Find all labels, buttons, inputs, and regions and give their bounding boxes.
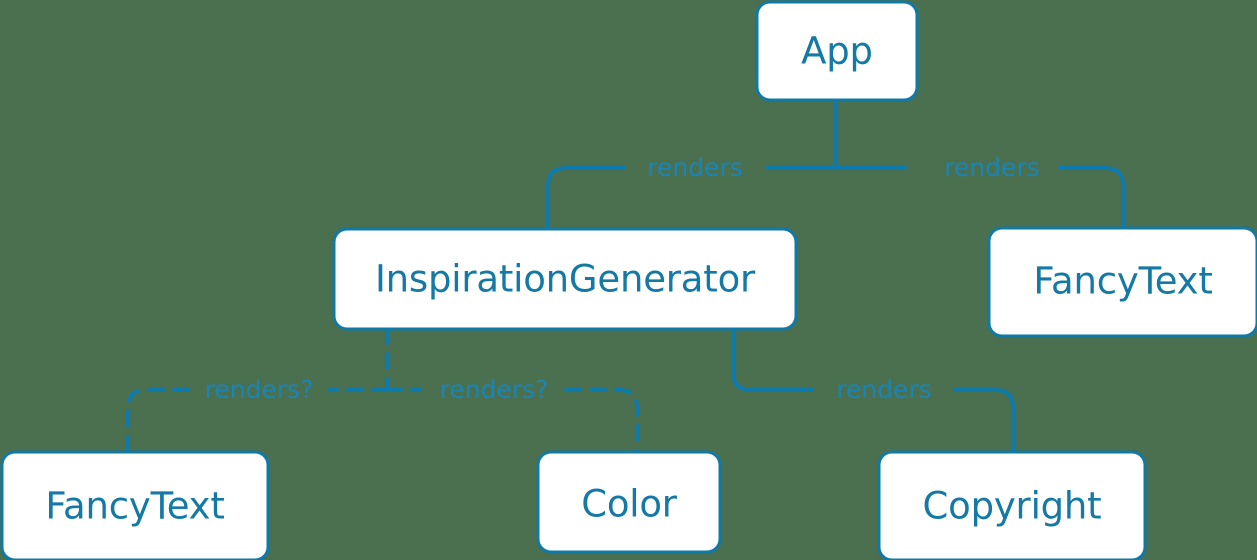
node-inspirationgenerator-label: InspirationGenerator: [375, 258, 756, 301]
edge-inspirationgenerator-to-copyright: renders: [731, 327, 1015, 454]
edge-app-to-fancytext: renders: [834, 153, 1125, 230]
node-inspirationgenerator-box[interactable]: [332, 227, 798, 331]
node-app-label: App: [801, 30, 873, 73]
edge-app-fancy-seg-right: [1058, 166, 1125, 230]
edge-label-renders-app-inspgen: renders: [647, 153, 743, 182]
edge-app-inspgen-seg-left: [546, 166, 626, 231]
node-copyright-label: Copyright: [923, 485, 1102, 528]
node-fancytext-bottom-box[interactable]: [0, 450, 270, 560]
node-inspirationgenerator[interactable]: InspirationGenerator: [332, 227, 798, 331]
edge-label-renders-q-inspgen-color: renders?: [440, 375, 549, 404]
edge-inspgen-color-seg-right: [564, 388, 639, 454]
node-copyright-box[interactable]: [877, 450, 1147, 560]
edge-inspgen-fancy-seg-left: [126, 388, 190, 454]
node-fancytext-top-label: FancyText: [1033, 260, 1212, 303]
edge-label-renders-q-inspgen-fancytext: renders?: [205, 375, 314, 404]
node-fancytext-bottom[interactable]: FancyText: [0, 450, 270, 560]
edge-label-renders-app-fancytext: renders: [944, 153, 1040, 182]
node-app-box[interactable]: [755, 0, 919, 102]
node-fancytext-bottom-label: FancyText: [45, 485, 224, 528]
node-color[interactable]: Color: [536, 450, 722, 554]
edge-inspgen-copyright-seg-left: [731, 327, 814, 392]
edge-inspirationgenerator-to-color: renders?: [385, 375, 639, 454]
node-color-box[interactable]: [536, 450, 722, 554]
edge-inspirationgenerator-to-fancytext: renders?: [126, 327, 389, 454]
node-copyright[interactable]: Copyright: [877, 450, 1147, 560]
node-fancytext-top-box[interactable]: [987, 226, 1257, 338]
edge-inspgen-copyright-seg-right: [953, 388, 1015, 454]
edge-label-renders-inspgen-copyright: renders: [836, 375, 932, 404]
node-color-label: Color: [581, 483, 678, 526]
node-app[interactable]: App: [755, 0, 919, 102]
node-fancytext-top[interactable]: FancyText: [987, 226, 1257, 338]
edge-app-to-inspirationgenerator: renders: [546, 98, 838, 231]
